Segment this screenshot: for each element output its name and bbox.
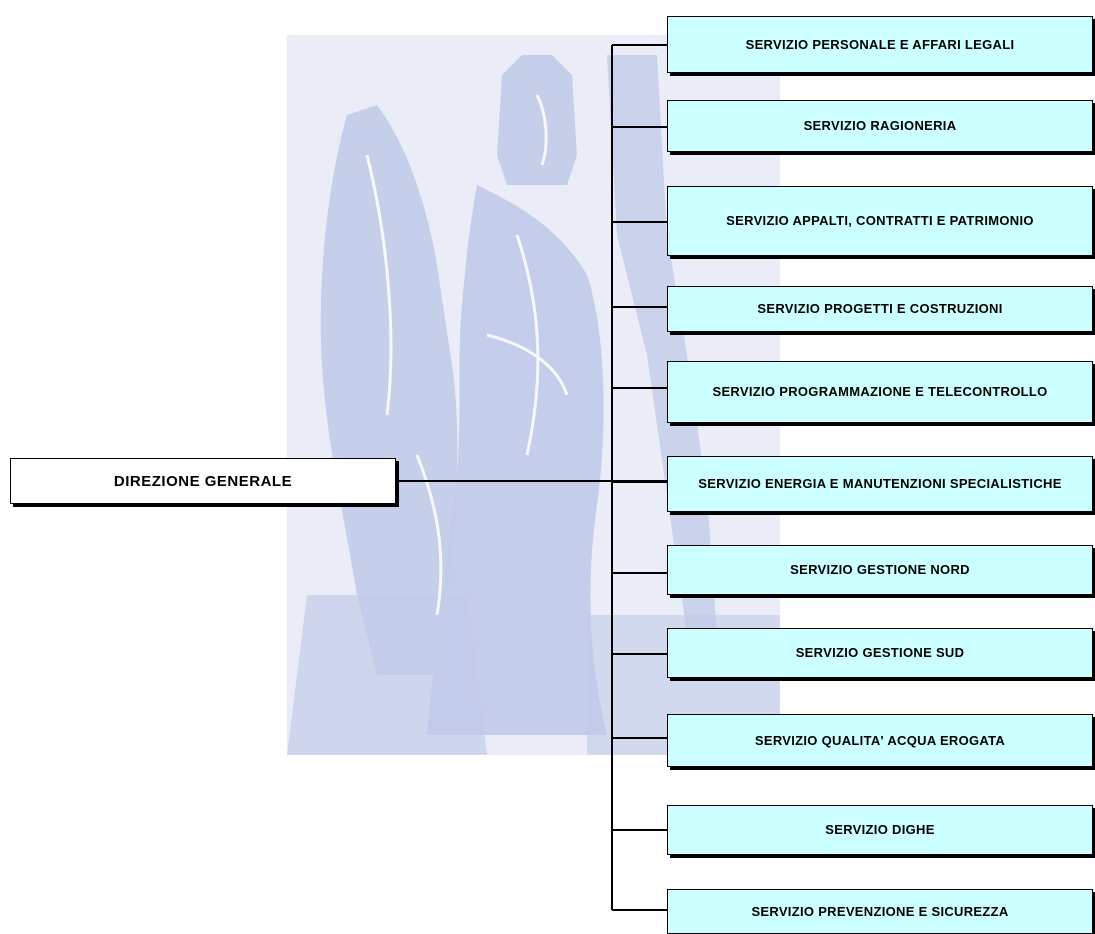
- service-box: SERVIZIO DIGHE: [667, 805, 1093, 855]
- service-box: SERVIZIO PROGRAMMAZIONE E TELECONTROLLO: [667, 361, 1093, 423]
- service-label: SERVIZIO GESTIONE NORD: [790, 562, 970, 578]
- root-node: DIREZIONE GENERALE: [10, 458, 396, 504]
- service-box: SERVIZIO RAGIONERIA: [667, 100, 1093, 152]
- service-label: SERVIZIO GESTIONE SUD: [795, 645, 965, 661]
- service-label: SERVIZIO DIGHE: [825, 822, 935, 838]
- service-box: SERVIZIO PREVENZIONE E SICUREZZA: [667, 889, 1093, 934]
- service-box: SERVIZIO ENERGIA E MANUTENZIONI SPECIALI…: [667, 456, 1093, 512]
- service-label: SERVIZIO PROGETTI E COSTRUZIONI: [757, 301, 1003, 317]
- service-box: SERVIZIO GESTIONE SUD: [667, 628, 1093, 678]
- service-label: SERVIZIO ENERGIA E MANUTENZIONI SPECIALI…: [698, 476, 1062, 492]
- service-box: SERVIZIO APPALTI, CONTRATTI E PATRIMONIO: [667, 186, 1093, 256]
- root-label: DIREZIONE GENERALE: [113, 472, 293, 490]
- service-label: SERVIZIO APPALTI, CONTRATTI E PATRIMONIO: [726, 213, 1034, 229]
- service-label: SERVIZIO PROGRAMMAZIONE E TELECONTROLLO: [712, 384, 1048, 400]
- service-box: SERVIZIO PERSONALE E AFFARI LEGALI: [667, 16, 1093, 73]
- service-label: SERVIZIO PERSONALE E AFFARI LEGALI: [745, 36, 1015, 52]
- service-box: SERVIZIO PROGETTI E COSTRUZIONI: [667, 286, 1093, 332]
- service-label: SERVIZIO PREVENZIONE E SICUREZZA: [751, 903, 1009, 919]
- service-label: SERVIZIO RAGIONERIA: [803, 118, 957, 134]
- service-box: SERVIZIO QUALITA' ACQUA EROGATA: [667, 714, 1093, 767]
- service-box: SERVIZIO GESTIONE NORD: [667, 545, 1093, 595]
- service-label: SERVIZIO QUALITA' ACQUA EROGATA: [754, 732, 1006, 748]
